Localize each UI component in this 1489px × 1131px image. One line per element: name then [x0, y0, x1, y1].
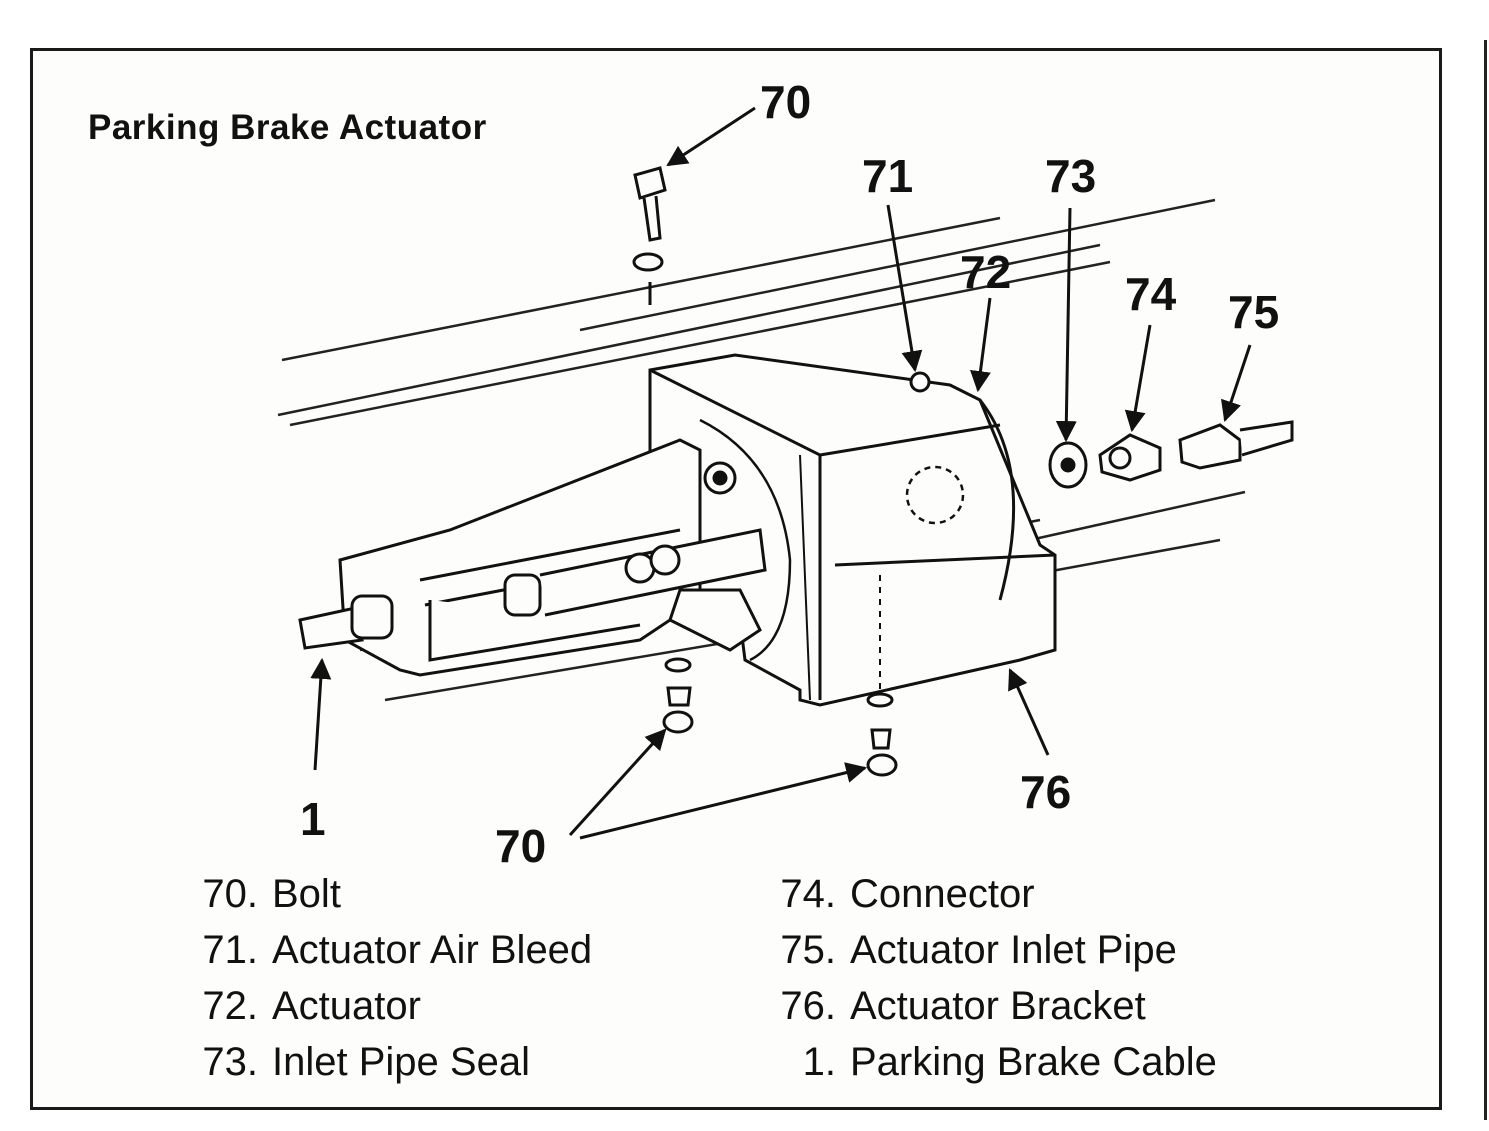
- callout-arrows: [310, 106, 1252, 840]
- legend-number: 72.: [202, 984, 258, 1028]
- legend-item: 1. Parking Brake Cable: [750, 1040, 1217, 1085]
- parking-brake-cable: [298, 594, 394, 650]
- actuator-body: [648, 353, 1057, 707]
- legend-label: Actuator Inlet Pipe: [850, 928, 1177, 972]
- legend-number: 70.: [202, 872, 258, 916]
- legend-item: 70. Bolt: [172, 872, 341, 917]
- legend-number: 71.: [202, 928, 258, 972]
- top-bolt: [632, 166, 667, 305]
- legend-item: 74. Connector: [750, 872, 1035, 917]
- callout-75: 75: [1228, 286, 1279, 338]
- actuator-linkage: [338, 438, 767, 677]
- legend-item: 76. Actuator Bracket: [750, 984, 1146, 1029]
- legend-label: Connector: [850, 872, 1035, 916]
- callout-73: 73: [1045, 150, 1096, 202]
- inlet-pipe-parts: [1048, 420, 1294, 489]
- legend-label: Bolt: [272, 872, 341, 916]
- legend-item: 72. Actuator: [172, 984, 421, 1029]
- page-edge-line: [1484, 40, 1487, 1120]
- callout-74: 74: [1125, 268, 1177, 320]
- legend-item: 75. Actuator Inlet Pipe: [750, 928, 1177, 973]
- legend-label: Actuator: [272, 984, 421, 1028]
- callout-1: 1: [300, 793, 326, 845]
- callout-70-top: 70: [760, 76, 811, 128]
- callout-70-bottom: 70: [495, 820, 546, 872]
- legend-number: 73.: [202, 1040, 258, 1084]
- legend-item: 73. Inlet Pipe Seal: [172, 1040, 530, 1085]
- legend-label: Parking Brake Cable: [850, 1040, 1217, 1084]
- legend-number: 74.: [780, 872, 836, 916]
- legend-item: 71. Actuator Air Bleed: [172, 928, 592, 973]
- legend-label: Actuator Air Bleed: [272, 928, 593, 972]
- legend-label: Inlet Pipe Seal: [272, 1040, 530, 1084]
- legend-number: 76.: [780, 984, 836, 1028]
- legend-number: 75.: [780, 928, 836, 972]
- figure-title: Parking Brake Actuator: [88, 108, 487, 147]
- lower-bolts: [662, 575, 898, 777]
- callout-76: 76: [1020, 766, 1071, 818]
- legend-number: 1.: [802, 1040, 836, 1084]
- legend-label: Actuator Bracket: [850, 984, 1146, 1028]
- callout-72: 72: [960, 246, 1011, 298]
- callout-71: 71: [862, 150, 913, 202]
